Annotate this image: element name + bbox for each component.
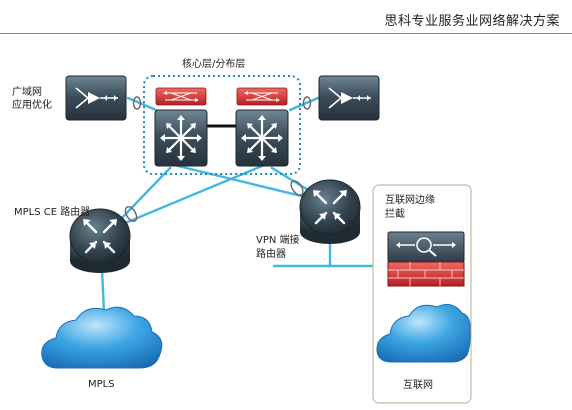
firewall-module-icon — [236, 87, 288, 106]
wan-optimization-label-line1: 广域网 — [12, 87, 42, 98]
mpls-ce-router-label: MPLS CE 路由器 — [14, 207, 91, 218]
link-bundle-ring — [124, 96, 312, 222]
page-header: 思科专业服务业网络解决方案 — [0, 0, 572, 40]
mpls-cloud-label: MPLS — [88, 379, 115, 390]
firewall-module-icon — [155, 87, 207, 106]
layer3-switch-icon — [154, 109, 208, 167]
internet-edge-label-line2: 拦截 — [385, 209, 405, 220]
link-mpls-cloud — [100, 268, 106, 314]
vpn-router-label-line2: 路由器 — [256, 249, 286, 260]
page-title: 思科专业服务业网络解决方案 — [384, 14, 560, 29]
core-distribution-label: 核心层/分布层 — [182, 59, 246, 70]
vpn-router-label-line1: VPN 端接 — [256, 235, 300, 246]
wan-optimization-label-line2: 应用优化 — [12, 100, 52, 111]
router-icon — [69, 208, 131, 273]
header-divider — [0, 33, 572, 34]
layer3-switch-icon — [235, 109, 289, 167]
wan-optimizer-icon — [318, 75, 380, 121]
link-core-left-vpn — [176, 164, 320, 202]
router-icon — [299, 179, 361, 244]
firewall-icon — [387, 231, 465, 287]
internet-edge-label-line1: 互联网边缘 — [385, 195, 435, 206]
link-core-right-mpls — [116, 164, 264, 228]
cloud-icon — [41, 306, 163, 369]
link-core-left-mpls — [116, 166, 172, 224]
core-distribution-box — [143, 75, 301, 175]
cloud-icon — [376, 304, 471, 363]
link-wan-left-core — [126, 96, 158, 112]
wan-optimizer-icon — [65, 75, 127, 121]
internet-cloud-label: 互联网 — [403, 380, 433, 391]
